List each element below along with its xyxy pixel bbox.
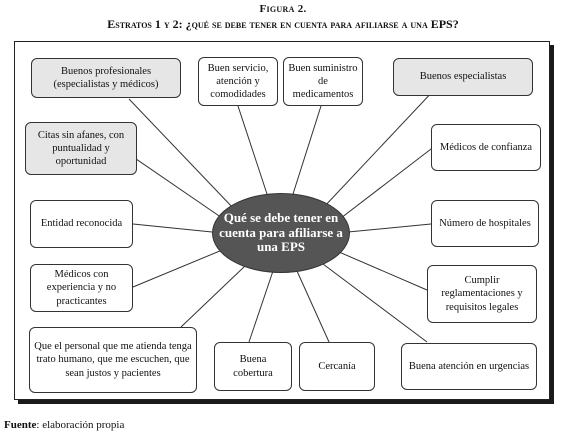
connector-cercania — [296, 270, 330, 343]
connector-medicos-experiencia — [132, 247, 228, 288]
connector-entidad-reconocida — [132, 223, 213, 233]
figure-source: Fuente: elaboración propia — [4, 419, 124, 431]
connector-numero-hospitales — [347, 223, 432, 233]
connector-buen-servicio — [237, 105, 268, 195]
box-buenos-especialistas: Buenos especialistas — [393, 58, 533, 96]
box-citas-sin-afanes: Citas sin afanes, con puntualidad y opor… — [25, 122, 137, 175]
connector-citas-sin-afanes — [122, 149, 226, 221]
figure-label: Figura 2. — [259, 3, 307, 15]
connector-medicos-confianza — [340, 148, 432, 219]
connector-cumplir-reglamentaciones — [338, 251, 428, 291]
source-text: : elaboración propia — [36, 419, 125, 431]
box-cercania: Cercanía — [299, 342, 375, 391]
source-label: Fuente — [4, 419, 37, 431]
box-trato-humano: Que el personal que me atienda tenga tra… — [29, 327, 197, 393]
box-buen-suministro: Buen suministro de medicamentos — [283, 57, 363, 106]
connector-lines — [122, 88, 436, 343]
box-entidad-reconocida: Entidad reconocida — [30, 200, 133, 248]
box-buenos-profesionales: Buenos profesionales (especialistas y mé… — [31, 58, 181, 98]
connector-buenos-especialistas — [322, 88, 436, 209]
central-question: Qué se debe tener en cuenta para afiliar… — [212, 193, 350, 273]
box-numero-hospitales: Número de hospitales — [431, 200, 539, 247]
box-buena-atencion-urgencias: Buena atención en urgencias — [401, 343, 537, 390]
box-medicos-experiencia: Médicos con experiencia y no practicante… — [30, 264, 133, 312]
connector-buenos-profesionales — [128, 98, 236, 211]
box-medicos-confianza: Médicos de confianza — [431, 124, 541, 171]
connector-trato-humano — [180, 265, 246, 328]
connector-buen-suministro — [292, 105, 322, 195]
diagram-frame: Buenos profesionales (especialistas y mé… — [14, 41, 550, 400]
connector-buena-atencion-urgencias — [322, 263, 428, 343]
connector-buena-cobertura — [248, 270, 274, 343]
box-buen-servicio: Buen servicio, atención y comodidades — [198, 57, 278, 106]
box-buena-cobertura: Buena cobertura — [214, 342, 292, 391]
figure-title: Estratos 1 y 2: ¿qué se debe tener en cu… — [107, 17, 459, 31]
box-cumplir-reglamentaciones: Cumplir reglamentaciones y requisitos le… — [427, 265, 537, 323]
